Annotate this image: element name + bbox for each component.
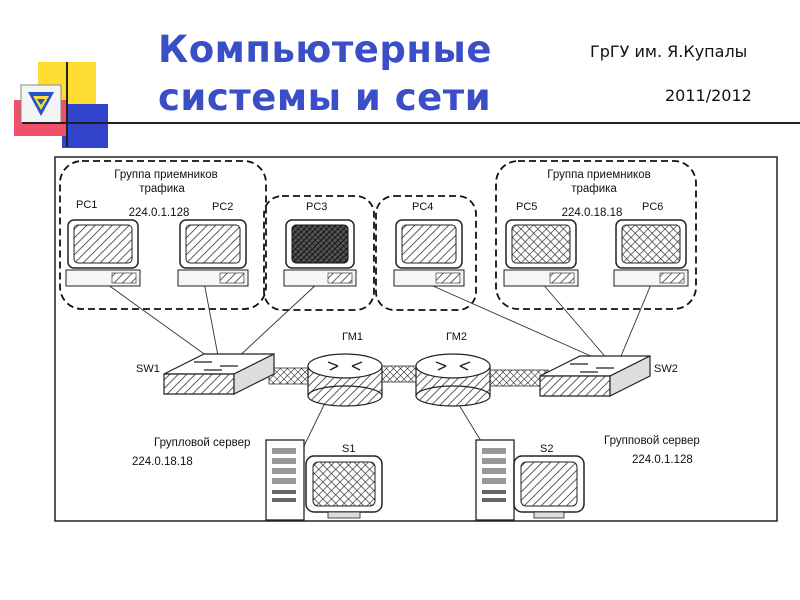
server-s1-role: Групловой сервер: [154, 437, 250, 449]
router-gm2-label: ГМ2: [446, 331, 467, 343]
pc-5-label: PC5: [516, 201, 537, 213]
switch-sw2-label: SW2: [654, 363, 678, 375]
pc-4: [393, 219, 465, 287]
server-s2-label: S2: [540, 443, 553, 455]
pc-6-label: PC6: [642, 201, 663, 213]
pc-5: [503, 219, 579, 287]
pc-2-label: PC2: [212, 201, 233, 213]
switch-sw1: [163, 353, 275, 395]
group-2-label-line1: Группа приемников: [547, 169, 650, 181]
multicast-network-diagram: Группа приемников трафика 224.0.1.128 Гр…: [54, 156, 778, 522]
pc-6: [613, 219, 689, 287]
server-s2-role: Групповой сервер: [604, 435, 700, 447]
group-1-label-line2: трафика: [139, 183, 185, 195]
title-line-1: Компьютерные: [158, 28, 492, 71]
router-gm1-label: ГМ1: [342, 331, 363, 343]
pc-3-label: PC3: [306, 201, 327, 213]
switch-sw1-label: SW1: [136, 363, 160, 375]
switch-sw2: [539, 355, 651, 397]
backbone-link-gm2-sw2: [483, 369, 549, 387]
pc3-boundary: [263, 195, 375, 311]
server-s2-address: 224.0.1.128: [632, 454, 693, 466]
group-2-address: 224.0.18.18: [562, 207, 623, 219]
group-2-label-line2: трафика: [571, 183, 617, 195]
server-s1-address: 224.0.18.18: [132, 456, 193, 468]
university-shield-icon: [20, 84, 62, 124]
server-s2: [475, 439, 515, 521]
server-s2-monitor: [513, 455, 585, 519]
academic-year-label: 2011/2012: [665, 86, 752, 105]
group-1-address: 224.0.1.128: [129, 207, 190, 219]
diagram-frame: [54, 156, 778, 522]
receiver-group-1-boundary: [59, 160, 267, 310]
router-gm1: [307, 353, 383, 407]
receiver-group-2-boundary: [495, 160, 697, 310]
page-title: Компьютерные системы и сети: [158, 26, 538, 122]
pc-2: [177, 219, 249, 287]
header-horizontal-rule: [22, 122, 800, 124]
organization-label: ГрГУ им. Я.Купалы: [590, 42, 748, 61]
logo-blue-block: [62, 104, 108, 148]
backbone-link-sw1-gm1: [268, 367, 313, 385]
server-s1: [265, 439, 305, 521]
group-1-label-line1: Группа приемников: [114, 169, 217, 181]
server-s1-label: S1: [342, 443, 355, 455]
pc-4-label: PC4: [412, 201, 433, 213]
pc-1-label: PC1: [76, 199, 97, 211]
router-gm2: [415, 353, 491, 407]
pc-1: [65, 219, 141, 287]
server-s1-monitor: [305, 455, 383, 519]
title-line-2: системы и сети: [158, 76, 492, 119]
header-vertical-rule: [66, 62, 68, 147]
pc-3: [283, 219, 357, 287]
